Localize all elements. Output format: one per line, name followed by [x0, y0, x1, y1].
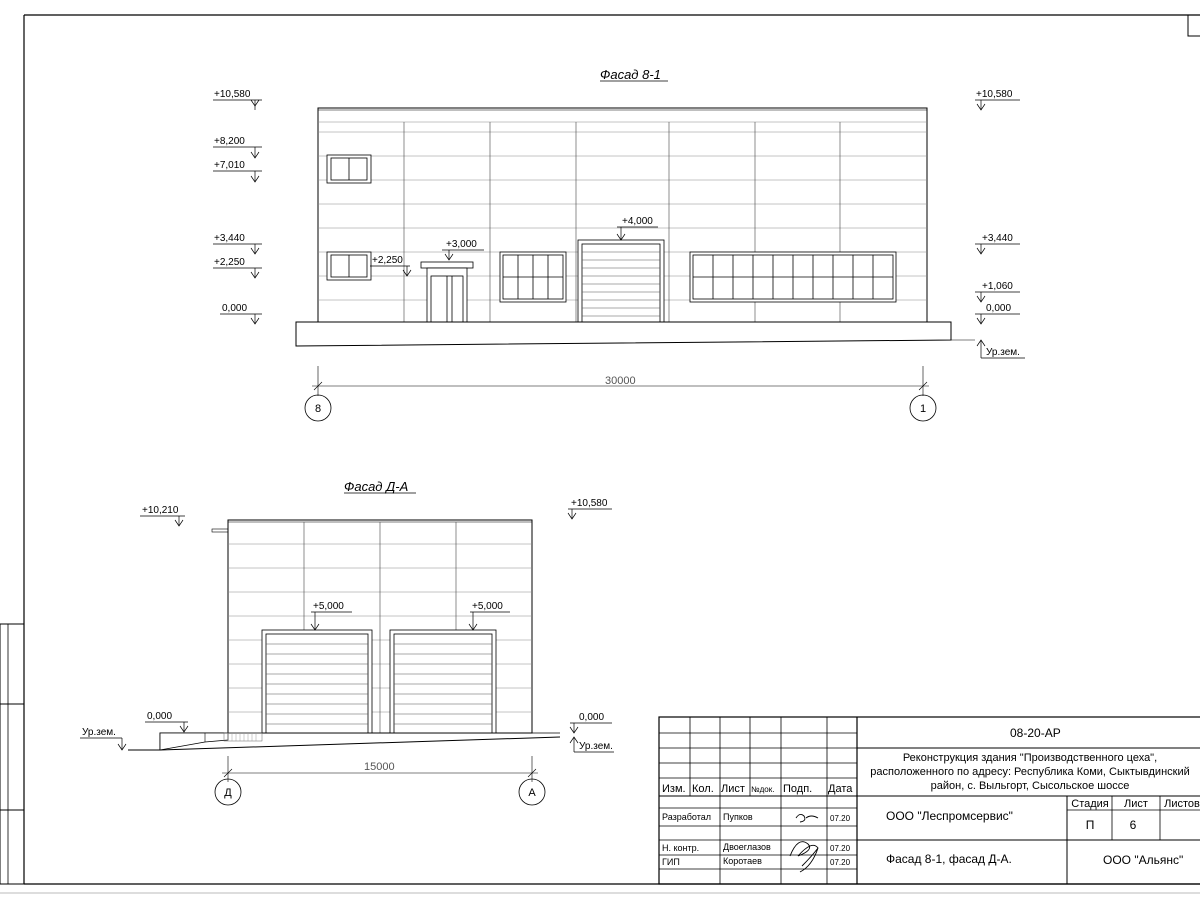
- project-description-line: расположенного по адресу: Республика Ком…: [870, 766, 1190, 778]
- company-name: ООО "Леспромсервис": [886, 809, 1013, 823]
- stage-header: Листов: [1164, 798, 1200, 810]
- role-label: Разработал: [662, 812, 711, 822]
- stage-value: П: [1086, 818, 1095, 832]
- axis-label: 1: [920, 403, 926, 415]
- dimension-label: 30000: [605, 375, 636, 387]
- dimension-label: 15000: [364, 761, 395, 773]
- level-mark: 0,000: [222, 303, 247, 314]
- drawing-code: 08-20-АР: [1010, 726, 1061, 740]
- ground-level-label: Ур.зем.: [82, 727, 116, 738]
- sign-date: 07.20: [830, 858, 851, 867]
- title-block: [658, 716, 1200, 885]
- level-mark: +2,250: [214, 257, 245, 268]
- level-mark: +5,000: [313, 601, 344, 612]
- axis-label: Д: [224, 787, 232, 799]
- facade-d-a: [80, 508, 614, 806]
- level-mark: +3,440: [982, 233, 1013, 244]
- stage-header: Лист: [1124, 798, 1148, 810]
- signature-icon: [789, 841, 819, 873]
- level-mark: 0,000: [986, 303, 1011, 314]
- level-mark: +3,000: [446, 239, 477, 250]
- level-mark: 0,000: [147, 711, 172, 722]
- project-description-line: район, с. Выльгорт, Сысольское шоссе: [931, 780, 1130, 792]
- facade-8-1-title: Фасад 8-1: [600, 67, 661, 82]
- sign-date: 07.20: [830, 844, 851, 853]
- level-mark: +2,250: [372, 255, 403, 266]
- ground-level-label: Ур.зем.: [579, 741, 613, 752]
- column-header: Подп.: [783, 783, 812, 795]
- stage-header: Стадия: [1071, 798, 1109, 810]
- column-header: Кол.: [692, 783, 714, 795]
- level-mark: +8,200: [214, 136, 245, 147]
- signature-icon: [795, 813, 819, 823]
- role-label: ГИП: [662, 857, 680, 867]
- level-mark: +4,000: [622, 216, 653, 227]
- level-mark: +3,440: [214, 233, 245, 244]
- level-mark: +10,580: [214, 89, 251, 100]
- project-description-line: Реконструкция здания "Производственного …: [903, 752, 1157, 764]
- column-header: №док.: [751, 785, 774, 794]
- level-mark: +1,060: [982, 281, 1013, 292]
- sign-date: 07.20: [830, 814, 851, 823]
- level-mark: +10,210: [142, 505, 179, 516]
- axis-label: 8: [315, 403, 321, 415]
- person-name: Пупков: [723, 812, 753, 822]
- facade-8-1: [213, 99, 1025, 422]
- sheet-title: Фасад 8-1, фасад Д-А.: [886, 852, 1012, 866]
- person-name: Двоеглазов: [723, 842, 771, 852]
- sheet-number: 6: [1130, 818, 1137, 832]
- axis-label: А: [528, 787, 536, 799]
- column-header: Лист: [721, 783, 745, 795]
- level-mark: +7,010: [214, 160, 245, 171]
- column-header: Дата: [828, 783, 853, 795]
- person-name: Коротаев: [723, 856, 762, 866]
- level-mark: 0,000: [579, 712, 604, 723]
- facade-d-a-title: Фасад Д-А: [344, 479, 408, 494]
- column-header: Изм.: [662, 783, 686, 795]
- level-mark: +5,000: [472, 601, 503, 612]
- ground-level-label: Ур.зем.: [986, 347, 1020, 358]
- company-name: ООО "Альянс": [1103, 853, 1183, 867]
- role-label: Н. контр.: [662, 843, 699, 853]
- level-mark: +10,580: [571, 498, 608, 509]
- sheet-frame: [0, 14, 1200, 894]
- level-mark: +10,580: [976, 89, 1013, 100]
